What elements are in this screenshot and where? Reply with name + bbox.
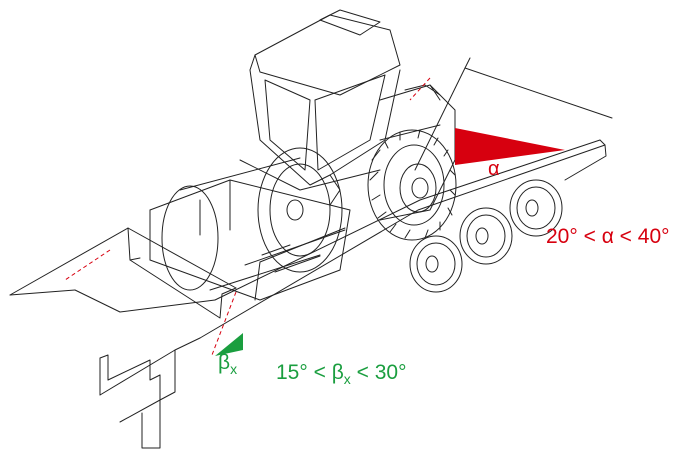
rear-tire (367, 129, 457, 241)
roller-drum (161, 147, 343, 291)
alpha-range-label: 20° < α < 40° (546, 225, 670, 249)
alpha-range-prefix: 20° < (546, 225, 602, 248)
rear-body (379, 84, 456, 221)
beta-range-subscript: x (343, 371, 351, 387)
beta-range-prefix: 15° < (276, 361, 332, 384)
beta-symbol-label: βx (218, 351, 238, 377)
beta-range-symbol: β (331, 361, 344, 384)
beta-angle-wedge (215, 333, 243, 356)
trailer-wheels (409, 179, 563, 293)
alpha-range-symbol: α (601, 225, 614, 248)
alpha-symbol-label: α (488, 158, 500, 180)
front-frame (149, 179, 351, 301)
angle-guide-dashes (64, 77, 431, 356)
beta-range-label: 15° < βx < 30° (276, 361, 407, 387)
beta-range-suffix: < 30° (350, 361, 407, 384)
alpha-angle-wedge (455, 128, 565, 165)
ramp-plate (127, 227, 237, 319)
beta-symbol: β (218, 351, 231, 374)
cab (239, 9, 401, 206)
beta-subscript: x (230, 361, 238, 377)
alpha-range-suffix: < 40° (613, 225, 670, 248)
